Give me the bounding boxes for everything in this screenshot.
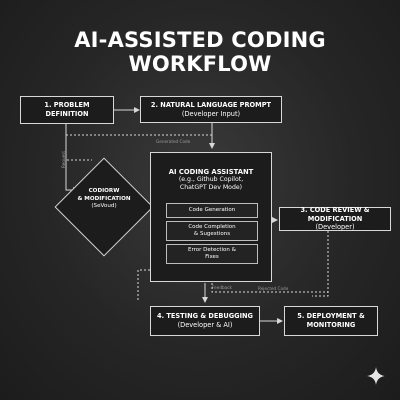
ai-item-line2: & Sugestions — [193, 231, 231, 237]
node-deploy-line1: 5. DEPLOYMENT & — [297, 312, 365, 321]
node-ai-sub1: (e.g., Github Copilot, — [178, 176, 244, 184]
node-review-sub: (Developer) — [315, 223, 355, 232]
node-diamond-line2: & MODIFICATION — [77, 195, 131, 202]
ai-item-line1: Code Completion — [188, 224, 236, 231]
node-ai-title: AI CODING ASSISTANT — [168, 168, 254, 176]
node-ai-coding-assistant: AI CODING ASSISTANT (e.g., Github Copilo… — [150, 152, 272, 282]
node-testing-sub: (Developer & AI) — [177, 321, 233, 329]
ai-item-line1: Error Detection & — [188, 247, 236, 254]
edge-label-rejected-code: Rejected Code — [258, 286, 289, 291]
node-code-review: 3. CODE REVIEW & MODIFICATION (Developer… — [279, 206, 391, 232]
node-problem-line2: DEFINITION — [45, 110, 89, 118]
ai-item-line1: Code Generation — [188, 207, 236, 214]
sparkle-icon — [367, 367, 385, 385]
page-title: AI-ASSISTED CODING WORKFLOW — [74, 28, 326, 76]
edge-problem-to-diamond — [65, 124, 79, 193]
node-natural-language-prompt: 2. NATURAL LANGUAGE PROMPT (Developer In… — [140, 96, 282, 123]
node-prompt-sub: (Developer Input) — [181, 109, 241, 118]
node-diamond-line1: CODIORW — [88, 188, 120, 194]
edge-label-request: Request — [61, 150, 66, 168]
node-problem-line1: 1. PROBLEM — [44, 101, 90, 110]
edge-rejected — [211, 283, 328, 293]
node-testing-debugging: 4. TESTING & DEBUGGING (Developer & AI) — [150, 306, 260, 336]
ai-item-error-detection: Error Detection & Fixes — [166, 244, 258, 264]
node-problem-definition: 1. PROBLEM DEFINITION — [20, 96, 114, 124]
node-testing-title: 4. TESTING & DEBUGGING — [157, 312, 253, 321]
edge-label-generated-code: Generated Code — [156, 139, 191, 144]
node-deploy-line2: MONITORING — [306, 321, 356, 329]
node-ai-sub2: ChatGPT Dev Mode) — [179, 184, 243, 192]
node-prompt-title: 2. NATURAL LANGUAGE PROMPT — [150, 100, 272, 109]
node-review-title: 3. CODE REVIEW & MODIFICATION — [300, 206, 370, 223]
edge-feedback — [137, 269, 150, 300]
ai-item-code-completion: Code Completion & Sugestions — [166, 221, 258, 241]
ai-item-line2: Fixes — [205, 254, 219, 260]
node-deployment-monitoring: 5. DEPLOYMENT & MONITORING — [284, 306, 378, 336]
edge-label-feedback: Feedback — [212, 285, 232, 290]
edge-prompt-loop — [65, 134, 212, 161]
ai-item-code-generation: Code Generation — [166, 203, 258, 218]
node-diamond-sub: (SeVoud) — [91, 203, 117, 210]
edge-review-down — [312, 231, 329, 297]
node-codiorw: CODIORW & MODIFICATION (SeVoud) — [72, 188, 136, 211]
